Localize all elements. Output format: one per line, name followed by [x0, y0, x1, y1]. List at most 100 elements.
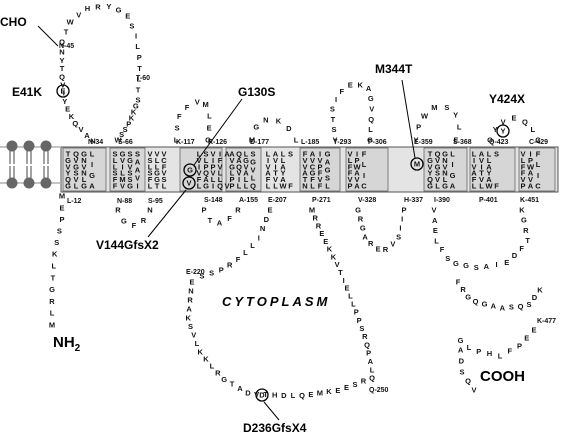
- n88-loop-residue: R: [141, 216, 147, 225]
- cterm-b-residue: D: [532, 293, 538, 302]
- tm2-residue: L: [113, 156, 118, 165]
- tm5-residue: V: [236, 169, 241, 178]
- loop6-residue: E: [453, 136, 458, 145]
- loop4-residue: M: [249, 136, 255, 145]
- loop6-residue: Y: [413, 136, 418, 145]
- tm7-residue: V: [302, 156, 307, 165]
- pos-k451: K-451: [520, 197, 539, 204]
- cyto-c-residue: R: [362, 332, 368, 341]
- tm9-residue: I: [451, 160, 453, 169]
- tm11-residue: F: [521, 162, 526, 171]
- loop5-residue: Q: [368, 115, 374, 124]
- cterm-a-residue: T: [525, 236, 530, 245]
- highlight-v144: [182, 176, 196, 190]
- cyto-a-residue: K: [203, 355, 209, 364]
- tm5-residue: L: [230, 169, 235, 178]
- tm7-residue: V: [302, 162, 307, 171]
- tm6-residue: I: [267, 156, 269, 165]
- tm6-residue: L: [281, 156, 286, 165]
- tm10-residue: I: [473, 156, 475, 165]
- cyto-a-residue: T: [230, 379, 235, 388]
- cyto-a-residue: S: [188, 322, 193, 331]
- tm1-residue: G: [81, 182, 87, 191]
- nterm-residue: T: [51, 273, 56, 282]
- cyto-c-residue: R: [316, 221, 322, 230]
- loop-cho-residue: P: [137, 53, 142, 62]
- cyto-d-residue: G: [355, 206, 361, 215]
- tm1-residue: G: [65, 182, 71, 191]
- cyto-c-residue: K: [331, 252, 337, 261]
- loop6-residue: L: [457, 123, 462, 132]
- cterm-a-residue: G: [453, 259, 459, 268]
- tm3-residue: G: [154, 175, 160, 184]
- tm8-residue: I: [356, 150, 358, 159]
- loop6-residue: Y: [453, 111, 458, 120]
- cyto-b-residue: L: [243, 248, 248, 257]
- pos-k117: K-117: [176, 139, 195, 146]
- pos-r126: R-126: [208, 139, 227, 146]
- tm6-residue: S: [288, 150, 293, 159]
- tm2-residue: S: [127, 169, 132, 178]
- tm-helix-5: [299, 147, 341, 192]
- tm11-residue: F: [521, 169, 526, 178]
- pos-p306: P-306: [368, 139, 387, 146]
- cyto-c-residue: P: [354, 308, 359, 317]
- cyto-a-residue: S: [352, 380, 357, 389]
- tm5-residue: I: [238, 175, 240, 184]
- tm2-residue: V: [120, 156, 125, 165]
- cterm-c-residue: E: [524, 334, 529, 343]
- cyto-b-residue: R: [227, 260, 233, 269]
- loop-cho-residue: H: [85, 4, 90, 13]
- tm4-residue: I: [198, 162, 200, 171]
- tm1-residue: G: [81, 150, 87, 159]
- d236gfsx4-label: D236GfsX4: [243, 421, 307, 434]
- highlight-m344: [410, 157, 424, 171]
- highlight-e41: [56, 84, 70, 98]
- cyto-a-residue: R: [361, 377, 367, 386]
- loop5-residue: S: [330, 105, 335, 114]
- tm9-residue: Y: [427, 169, 432, 178]
- cyto-d-residue: I: [401, 215, 403, 224]
- c-terminus-label: COOH: [480, 368, 525, 385]
- e41k-label: E41K: [12, 85, 42, 99]
- loop5-residue: Y: [332, 136, 337, 145]
- nterm-residue: L: [50, 309, 55, 318]
- tm3-residue: V: [161, 169, 166, 178]
- tm9-residue: G: [450, 171, 456, 180]
- tm4-residue: V: [196, 156, 201, 165]
- cterm-a-residue: F: [440, 245, 445, 254]
- cyto-a-residue: E: [335, 386, 340, 395]
- tm8-residue: F: [348, 162, 353, 171]
- tm10-residue: V: [479, 156, 484, 165]
- tm4-residue: A: [203, 175, 209, 184]
- cterm-c-residue: P: [517, 342, 522, 351]
- tm4-residue: L: [204, 156, 209, 165]
- cyto-d-residue: P: [401, 206, 406, 215]
- cyto-c-residue: E: [319, 229, 324, 238]
- cyto-a-residue: Q: [369, 374, 375, 383]
- tm1-residue: N: [81, 156, 86, 165]
- loop2-residue: S: [119, 130, 124, 139]
- tm2-residue: G: [120, 150, 126, 159]
- cyto-c-residue: L: [351, 300, 356, 309]
- cterm-b-residue: S: [526, 300, 531, 309]
- tm1-residue: Q: [73, 150, 79, 159]
- highlight-d236: [255, 388, 269, 402]
- tm4-residue: L: [197, 150, 202, 159]
- cyto-b-residue: D: [264, 215, 270, 224]
- nterm-residue: E: [59, 203, 64, 212]
- tm7-residue: F: [310, 175, 315, 184]
- cyto-a-residue: V: [191, 331, 196, 340]
- n88-loop-residue: R: [115, 206, 121, 215]
- tm9-residue: S: [435, 169, 440, 178]
- tm9-residue: V: [435, 156, 440, 165]
- tm4-residue: L: [218, 175, 223, 184]
- tm2-residue: M: [119, 175, 125, 184]
- tm7-residue: L: [310, 182, 315, 191]
- cterm-c-residue: P: [476, 347, 481, 356]
- cyto-a-residue: R: [187, 296, 193, 305]
- tm8-residue: P: [347, 182, 352, 191]
- n88-loop-residue: G: [121, 217, 127, 226]
- loop6-residue: P: [416, 123, 421, 132]
